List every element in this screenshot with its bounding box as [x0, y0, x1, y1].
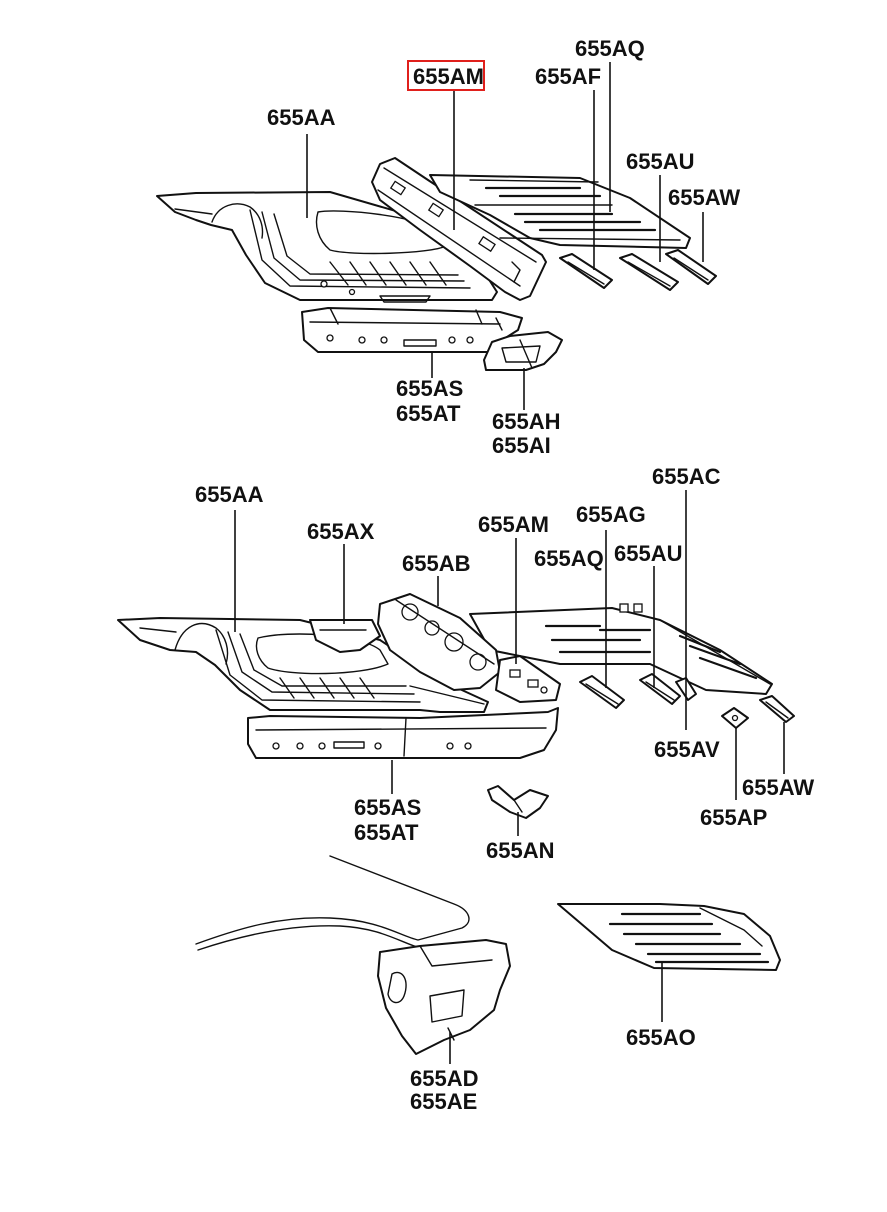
- seat-cross-member-ab[interactable]: [377, 593, 501, 691]
- cross-member-ax[interactable]: [309, 619, 381, 653]
- side-sill-top[interactable]: [301, 307, 523, 353]
- label-655AH-top: 655AH: [492, 409, 560, 434]
- label-655AA-middle: 655AA: [195, 482, 264, 507]
- label-655AS-middle: 655AS: [354, 795, 421, 820]
- bracket-af-top[interactable]: [559, 253, 613, 289]
- label-655AI-top: 655AI: [492, 433, 551, 458]
- label-655AV-middle: 655AV: [654, 737, 720, 762]
- label-655AG-middle: 655AG: [576, 502, 646, 527]
- label-655AX-middle: 655AX: [307, 519, 375, 544]
- bracket-au-middle[interactable]: [639, 673, 681, 705]
- bracket-au-top[interactable]: [619, 253, 679, 291]
- middle-assembly: 655AC 655AA 655AG 655AM 655AX 655AQ 655A…: [117, 464, 814, 863]
- label-655AT-top: 655AT: [396, 401, 461, 426]
- label-655AB-middle: 655AB: [402, 551, 470, 576]
- bracket-aw-top[interactable]: [665, 249, 717, 285]
- leaders-middle: [234, 490, 785, 836]
- label-655AP-middle: 655AP: [700, 805, 767, 830]
- label-655AT-middle: 655AT: [354, 820, 419, 845]
- side-sill-middle[interactable]: [247, 707, 559, 759]
- rear-cross-member-top[interactable]: [371, 157, 547, 301]
- rear-cross-member-middle[interactable]: [495, 655, 561, 703]
- rear-floor-panel-top: [429, 174, 691, 249]
- label-655AN-middle: 655AN: [486, 838, 554, 863]
- label-655AQ-top: 655AQ: [575, 36, 645, 61]
- label-655AC-middle: 655AC: [652, 464, 721, 489]
- rear-floor-panel-middle[interactable]: [469, 603, 773, 695]
- label-655AA-top: 655AA: [267, 105, 336, 130]
- label-655AM-middle: 655AM: [478, 512, 549, 537]
- leaders-bottom: [449, 962, 663, 1064]
- bracket-ad[interactable]: [377, 939, 511, 1055]
- label-655AQ-middle: 655AQ: [534, 546, 604, 571]
- top-assembly: 655AQ 655AM 655AF 655AA 655AU 655AW 655A…: [156, 36, 740, 458]
- label-655AW-top: 655AW: [668, 185, 740, 210]
- label-655AO-bottom: 655AO: [626, 1025, 696, 1050]
- bracket-aw-middle[interactable]: [759, 695, 795, 723]
- bracket-an[interactable]: [487, 785, 549, 819]
- label-655AS-top: 655AS: [396, 376, 463, 401]
- body-side-outline: [195, 855, 470, 951]
- label-655AU-middle: 655AU: [614, 541, 682, 566]
- floor-panel-ao[interactable]: [557, 903, 781, 971]
- label-655AD-bottom: 655AD: [410, 1066, 478, 1091]
- bottom-assembly: 655AO 655AD 655AE: [195, 855, 781, 1114]
- bracket-ap-middle[interactable]: [721, 707, 749, 729]
- highlight-box: [407, 60, 485, 91]
- label-655AW-middle: 655AW: [742, 775, 814, 800]
- label-655AF-top: 655AF: [535, 64, 601, 89]
- bracket-aq-middle[interactable]: [579, 675, 625, 709]
- bracket-ah-top[interactable]: [483, 331, 563, 371]
- label-655AU-top: 655AU: [626, 149, 694, 174]
- label-655AE-bottom: 655AE: [410, 1089, 477, 1114]
- label-655AM-top: 655AM: [413, 64, 484, 89]
- leaders-top: [306, 62, 704, 410]
